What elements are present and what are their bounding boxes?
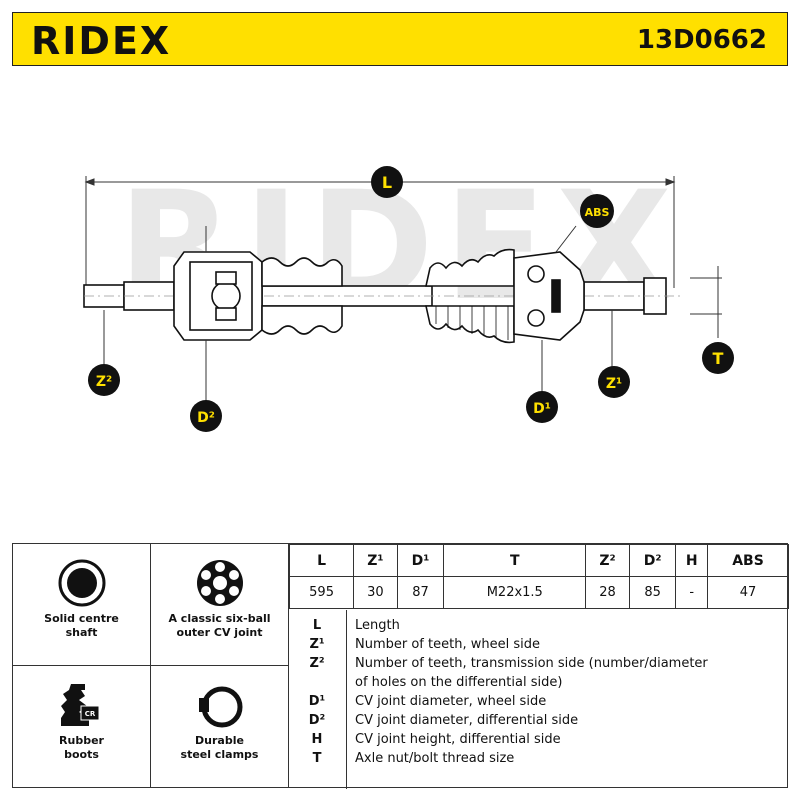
spec-value-t: M22x1.5 <box>443 576 587 609</box>
header-bar: RIDEX 13D0662 <box>12 12 788 66</box>
label-abs: ABS <box>580 194 614 228</box>
feature-label: boots <box>64 748 99 761</box>
shaft-body <box>83 277 680 315</box>
label-d2: D² <box>190 400 222 432</box>
spec-header-d1: D¹ <box>396 544 445 577</box>
svg-text:T: T <box>713 349 724 368</box>
label-z1: Z¹ <box>598 366 630 398</box>
spec-header-d2: D² <box>628 544 677 577</box>
svg-text:D²: D² <box>197 410 215 426</box>
feature-label: A classic six-ball <box>168 612 271 625</box>
spec-value-z2: 28 <box>585 576 630 609</box>
spec-value-abs: 47 <box>706 576 790 609</box>
spec-header-t: T <box>443 544 587 577</box>
spec-header-abs: ABS <box>706 544 790 577</box>
steel-clamp-icon <box>199 686 243 728</box>
part-number: 13D0662 <box>636 25 767 55</box>
feature-label: Solid centre <box>44 612 119 625</box>
spec-value-d1: 87 <box>396 576 445 609</box>
rubber-boot-icon: CR <box>61 684 100 726</box>
svg-text:D¹: D¹ <box>533 401 551 417</box>
spec-header-z2: Z² <box>585 544 630 577</box>
feature-label: outer CV joint <box>176 626 263 639</box>
spec-table: L Z¹ D¹ T Z² D² H ABS 595 30 87 M22x1.5 … <box>288 544 790 609</box>
spec-value-d2: 85 <box>628 576 677 609</box>
six-ball-cv-joint-icon <box>197 560 243 606</box>
outer-cv-joint <box>513 251 585 341</box>
outer-boot <box>425 248 515 344</box>
label-d1: D¹ <box>526 391 558 423</box>
svg-text:Z¹: Z¹ <box>606 376 622 392</box>
spec-header-h: H <box>675 544 708 577</box>
feature-label: steel clamps <box>180 748 259 761</box>
spec-value-h: - <box>675 576 708 609</box>
label-t: T <box>702 342 734 374</box>
inner-boot <box>261 257 343 335</box>
inner-cv-joint <box>173 251 263 341</box>
feature-label: shaft <box>65 626 98 639</box>
spec-header-z1: Z¹ <box>353 544 398 577</box>
spec-value-l: 595 <box>288 576 355 609</box>
spec-value-z1: 30 <box>353 576 398 609</box>
feature-label: Rubber <box>59 734 104 747</box>
label-L: L <box>371 166 403 198</box>
brand-logo: RIDEX <box>31 19 172 63</box>
solid-shaft-icon <box>58 559 106 607</box>
feature-label: Durable <box>195 734 244 747</box>
svg-text:CR: CR <box>85 710 96 718</box>
drive-shaft-drawing: RIDEX <box>83 160 734 432</box>
svg-text:Z²: Z² <box>96 374 112 390</box>
label-z2: Z² <box>88 364 120 396</box>
spec-header-l: L <box>288 544 355 577</box>
svg-text:L: L <box>382 173 392 192</box>
svg-text:ABS: ABS <box>585 206 610 219</box>
